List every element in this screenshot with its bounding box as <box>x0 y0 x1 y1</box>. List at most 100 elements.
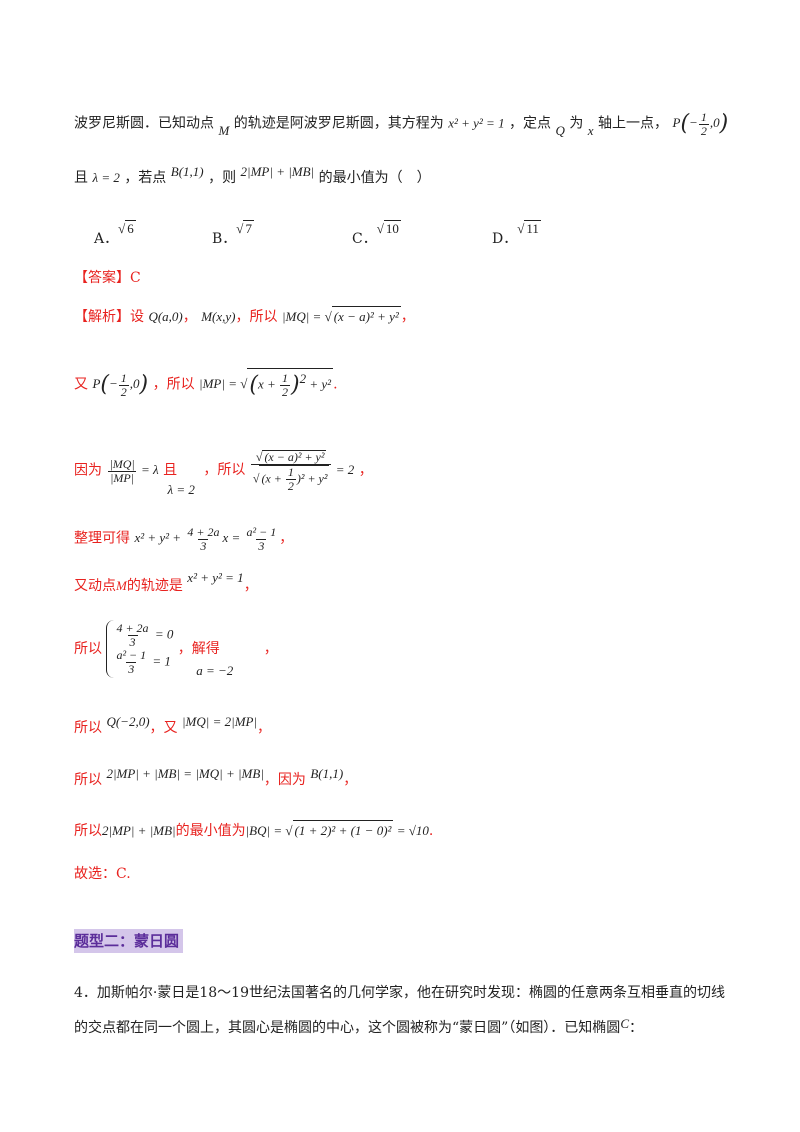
math-x: x <box>587 123 594 139</box>
text: 波罗尼斯圆．已知动点 <box>74 115 214 132</box>
denominator: 3 <box>127 635 138 649</box>
problem-line-1: 波罗尼斯圆．已知动点 M 的轨迹是阿波罗尼斯圆，其方程为 x² + y² = 1… <box>74 110 729 139</box>
text: ，所以 <box>203 462 246 479</box>
radicand: (1 + 2)² + (1 − 0)² <box>292 820 394 841</box>
analysis-line-1: 【解析】设 Q(a,0)， M(x,y)，所以 |MQ| = √(x − a)²… <box>74 306 415 327</box>
text: . <box>333 376 338 393</box>
math: a = −2 <box>196 663 234 678</box>
math: Q(−2,0) <box>106 714 150 729</box>
math: |MQ| = √(x − a)² + y² <box>281 306 401 327</box>
numerator: a² − 1 <box>246 525 277 539</box>
analysis-line-3: 因为 |MQ||MP| = λ 且 λ = 2 ，所以 √(x − a)² + … <box>74 450 373 497</box>
numerator: 4 + 2a <box>187 525 220 539</box>
eq: |MP| = <box>199 376 241 392</box>
option-value: 6 <box>125 220 136 236</box>
analysis-line-5: 又动点M的轨迹是 x² + y² = 1， <box>74 570 258 596</box>
text: ，解得 <box>177 641 220 657</box>
text: 所以 <box>74 772 102 788</box>
text: ： <box>628 1020 643 1036</box>
text: 且 <box>163 462 178 479</box>
text: 因为 <box>74 462 102 479</box>
math: λ = 2 <box>167 482 195 498</box>
text: ，则 <box>208 170 237 186</box>
text: ， <box>400 309 415 325</box>
text: 又动点 <box>74 578 116 594</box>
p-label: P <box>672 115 681 131</box>
eq: x = <box>222 530 244 546</box>
text: 的最小值为（ ） <box>318 170 431 186</box>
radicand: (x − a)² + y² <box>331 306 401 327</box>
math-m: M <box>218 123 230 139</box>
math: M(x,y) <box>201 309 236 324</box>
text: 的轨迹是 <box>126 578 183 594</box>
eq: |BQ| = <box>245 823 286 838</box>
option-b[interactable]: B．√7 <box>212 220 254 247</box>
text: ，因为 <box>263 772 306 788</box>
numerator: a² − 1 <box>116 648 147 662</box>
text: ， <box>243 578 258 594</box>
eq: x² + y² + <box>134 530 185 546</box>
answer-line: 【答案】C <box>74 268 141 288</box>
text: 整理可得 <box>74 530 130 547</box>
section-heading: 题型二：蒙日圆 <box>74 929 184 953</box>
option-label: C． <box>352 231 377 247</box>
math-expression: 2|MP| + |MB| <box>240 164 315 179</box>
text: 所以 <box>74 641 102 657</box>
rhs: = 0 <box>154 626 174 642</box>
text: ， <box>257 720 272 736</box>
text: ，定点 <box>509 115 552 132</box>
text: 的交点都在同一个圆上，其圆心是椭圆的中心，这个圆被称为“蒙日圆”（如图）．已知椭… <box>74 1020 621 1036</box>
math: 2|MP| + |MB| = |MQ| + |MB| <box>106 766 264 781</box>
q4-line-1: 4．加斯帕尔·蒙日是18～19世纪法国著名的几何学家，他在研究时发现：椭圆的任意… <box>74 985 725 1001</box>
numerator: 4 + 2a <box>116 621 149 635</box>
eq: |MQ| = <box>281 309 325 324</box>
analysis-tag: 【解析】 <box>74 309 130 325</box>
option-d[interactable]: D．√11 <box>492 220 541 247</box>
math-point-b: B(1,1) <box>170 164 204 179</box>
math: B(1,1) <box>310 766 344 781</box>
rhs: = 1 <box>152 653 171 669</box>
math: x² + y² = 1 <box>187 570 244 585</box>
text: ，所以 <box>152 376 195 393</box>
text: 且 <box>74 170 88 186</box>
math: 2|MP| + |MB| <box>102 823 176 838</box>
option-a[interactable]: A．√6 <box>94 220 136 247</box>
math: |BQ| = √(1 + 2)² + (1 − 0)² = √10 <box>245 820 429 841</box>
text: 设 <box>130 309 144 325</box>
text: ，又 <box>149 720 178 736</box>
analysis-line-7: 所以 Q(−2,0)，又 |MQ| = 2|MP|， <box>74 714 272 738</box>
option-c[interactable]: C．√10 <box>352 220 401 247</box>
text: . <box>428 823 434 839</box>
denominator: 3 <box>256 539 267 553</box>
option-value: 10 <box>383 220 401 236</box>
text: 又 <box>74 376 88 393</box>
text: ， <box>279 530 294 547</box>
option-label: A． <box>94 231 119 247</box>
text: 为 <box>569 115 584 132</box>
text: 的轨迹是阿波罗尼斯圆，其方程为 <box>233 115 444 132</box>
text: 轴上一点， <box>598 115 669 132</box>
option-label: B． <box>212 231 237 247</box>
denominator: 3 <box>198 539 209 553</box>
problem-line-2: 且 λ = 2 ，若点 B(1,1) ，则 2|MP| + |MB| 的最小值为… <box>74 164 431 188</box>
option-value: 7 <box>243 220 254 236</box>
text: 所以 <box>74 720 102 736</box>
q4-line-2: 的交点都在同一个圆上，其圆心是椭圆的中心，这个圆被称为“蒙日圆”（如图）．已知椭… <box>74 1016 643 1038</box>
math: Q(a,0) <box>148 309 183 324</box>
text: ，若点 <box>124 170 167 186</box>
denominator: 3 <box>126 662 137 676</box>
math: |MQ| = 2|MP| <box>181 714 258 729</box>
text: ， <box>182 309 197 325</box>
answer-tag: 【答案】 <box>74 270 130 286</box>
text: ，所以 <box>235 309 278 325</box>
math: |MQ||MP| = λ <box>108 457 159 485</box>
